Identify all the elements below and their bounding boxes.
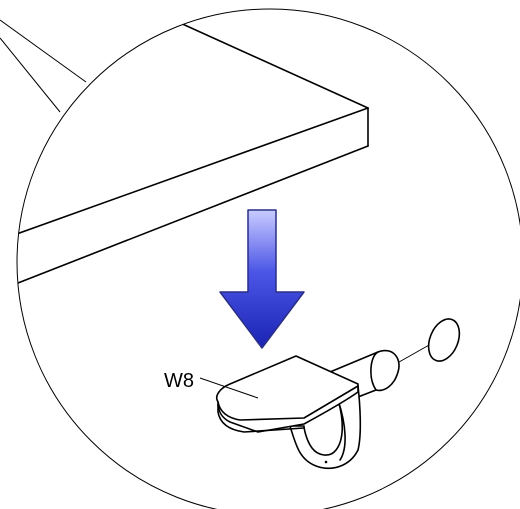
down-arrow-icon [219,209,305,349]
part-label: W8 [164,370,194,392]
shelf-panel [17,9,369,291]
pin-end [427,318,461,362]
detail-circle [16,8,520,509]
label-leader-line [199,377,259,399]
callout-pointer [0,19,87,113]
shelf-support-w8 [215,349,400,470]
